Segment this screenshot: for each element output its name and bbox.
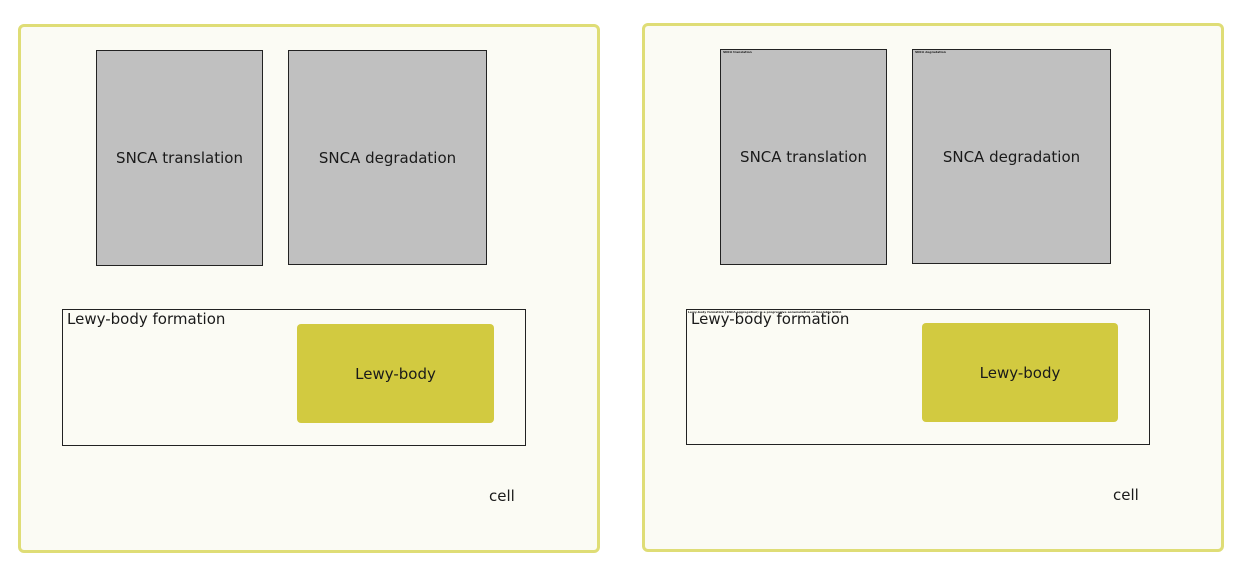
lewy-body-formation-label: Lewy-body formation	[67, 310, 226, 328]
cell-label: cell	[489, 487, 515, 505]
snca-translation-label: SNCA translation	[116, 149, 243, 167]
snca-translation-mini-label: SNCA translation	[723, 50, 752, 54]
cell-label: cell	[1113, 486, 1139, 504]
snca-degradation-process[interactable]: SNCA degradation	[288, 50, 487, 265]
lewy-body-entity[interactable]: Lewy-body	[297, 324, 494, 423]
lewy-body-formation-compartment[interactable]: Lewy-body formation (SNCA aggregation) i…	[686, 309, 1150, 445]
snca-degradation-label: SNCA degradation	[942, 147, 1081, 166]
snca-degradation-mini-label: SNCA degradation	[915, 50, 946, 54]
cell-compartment-left[interactable]: SNCA translation SNCA degradation Lewy-b…	[18, 24, 600, 553]
snca-degradation-label: SNCA degradation	[318, 148, 457, 167]
snca-degradation-process[interactable]: SNCA degradation SNCA degradation	[912, 49, 1111, 264]
snca-translation-process[interactable]: SNCA translation SNCA translation	[720, 49, 887, 265]
cell-compartment-right[interactable]: SNCA translation SNCA translation SNCA d…	[642, 23, 1224, 552]
lewy-body-label: Lewy-body	[979, 363, 1061, 382]
lewy-body-formation-label: Lewy-body formation	[691, 310, 850, 328]
lewy-body-entity[interactable]: Lewy-body	[922, 323, 1118, 422]
snca-translation-label: SNCA translation	[740, 148, 867, 166]
lewy-body-label: Lewy-body	[355, 364, 436, 383]
snca-translation-process[interactable]: SNCA translation	[96, 50, 263, 266]
lewy-body-formation-mini-label: Lewy-body formation (SNCA aggregation) i…	[688, 310, 842, 314]
lewy-body-formation-compartment[interactable]: Lewy-body formation Lewy-body	[62, 309, 526, 446]
